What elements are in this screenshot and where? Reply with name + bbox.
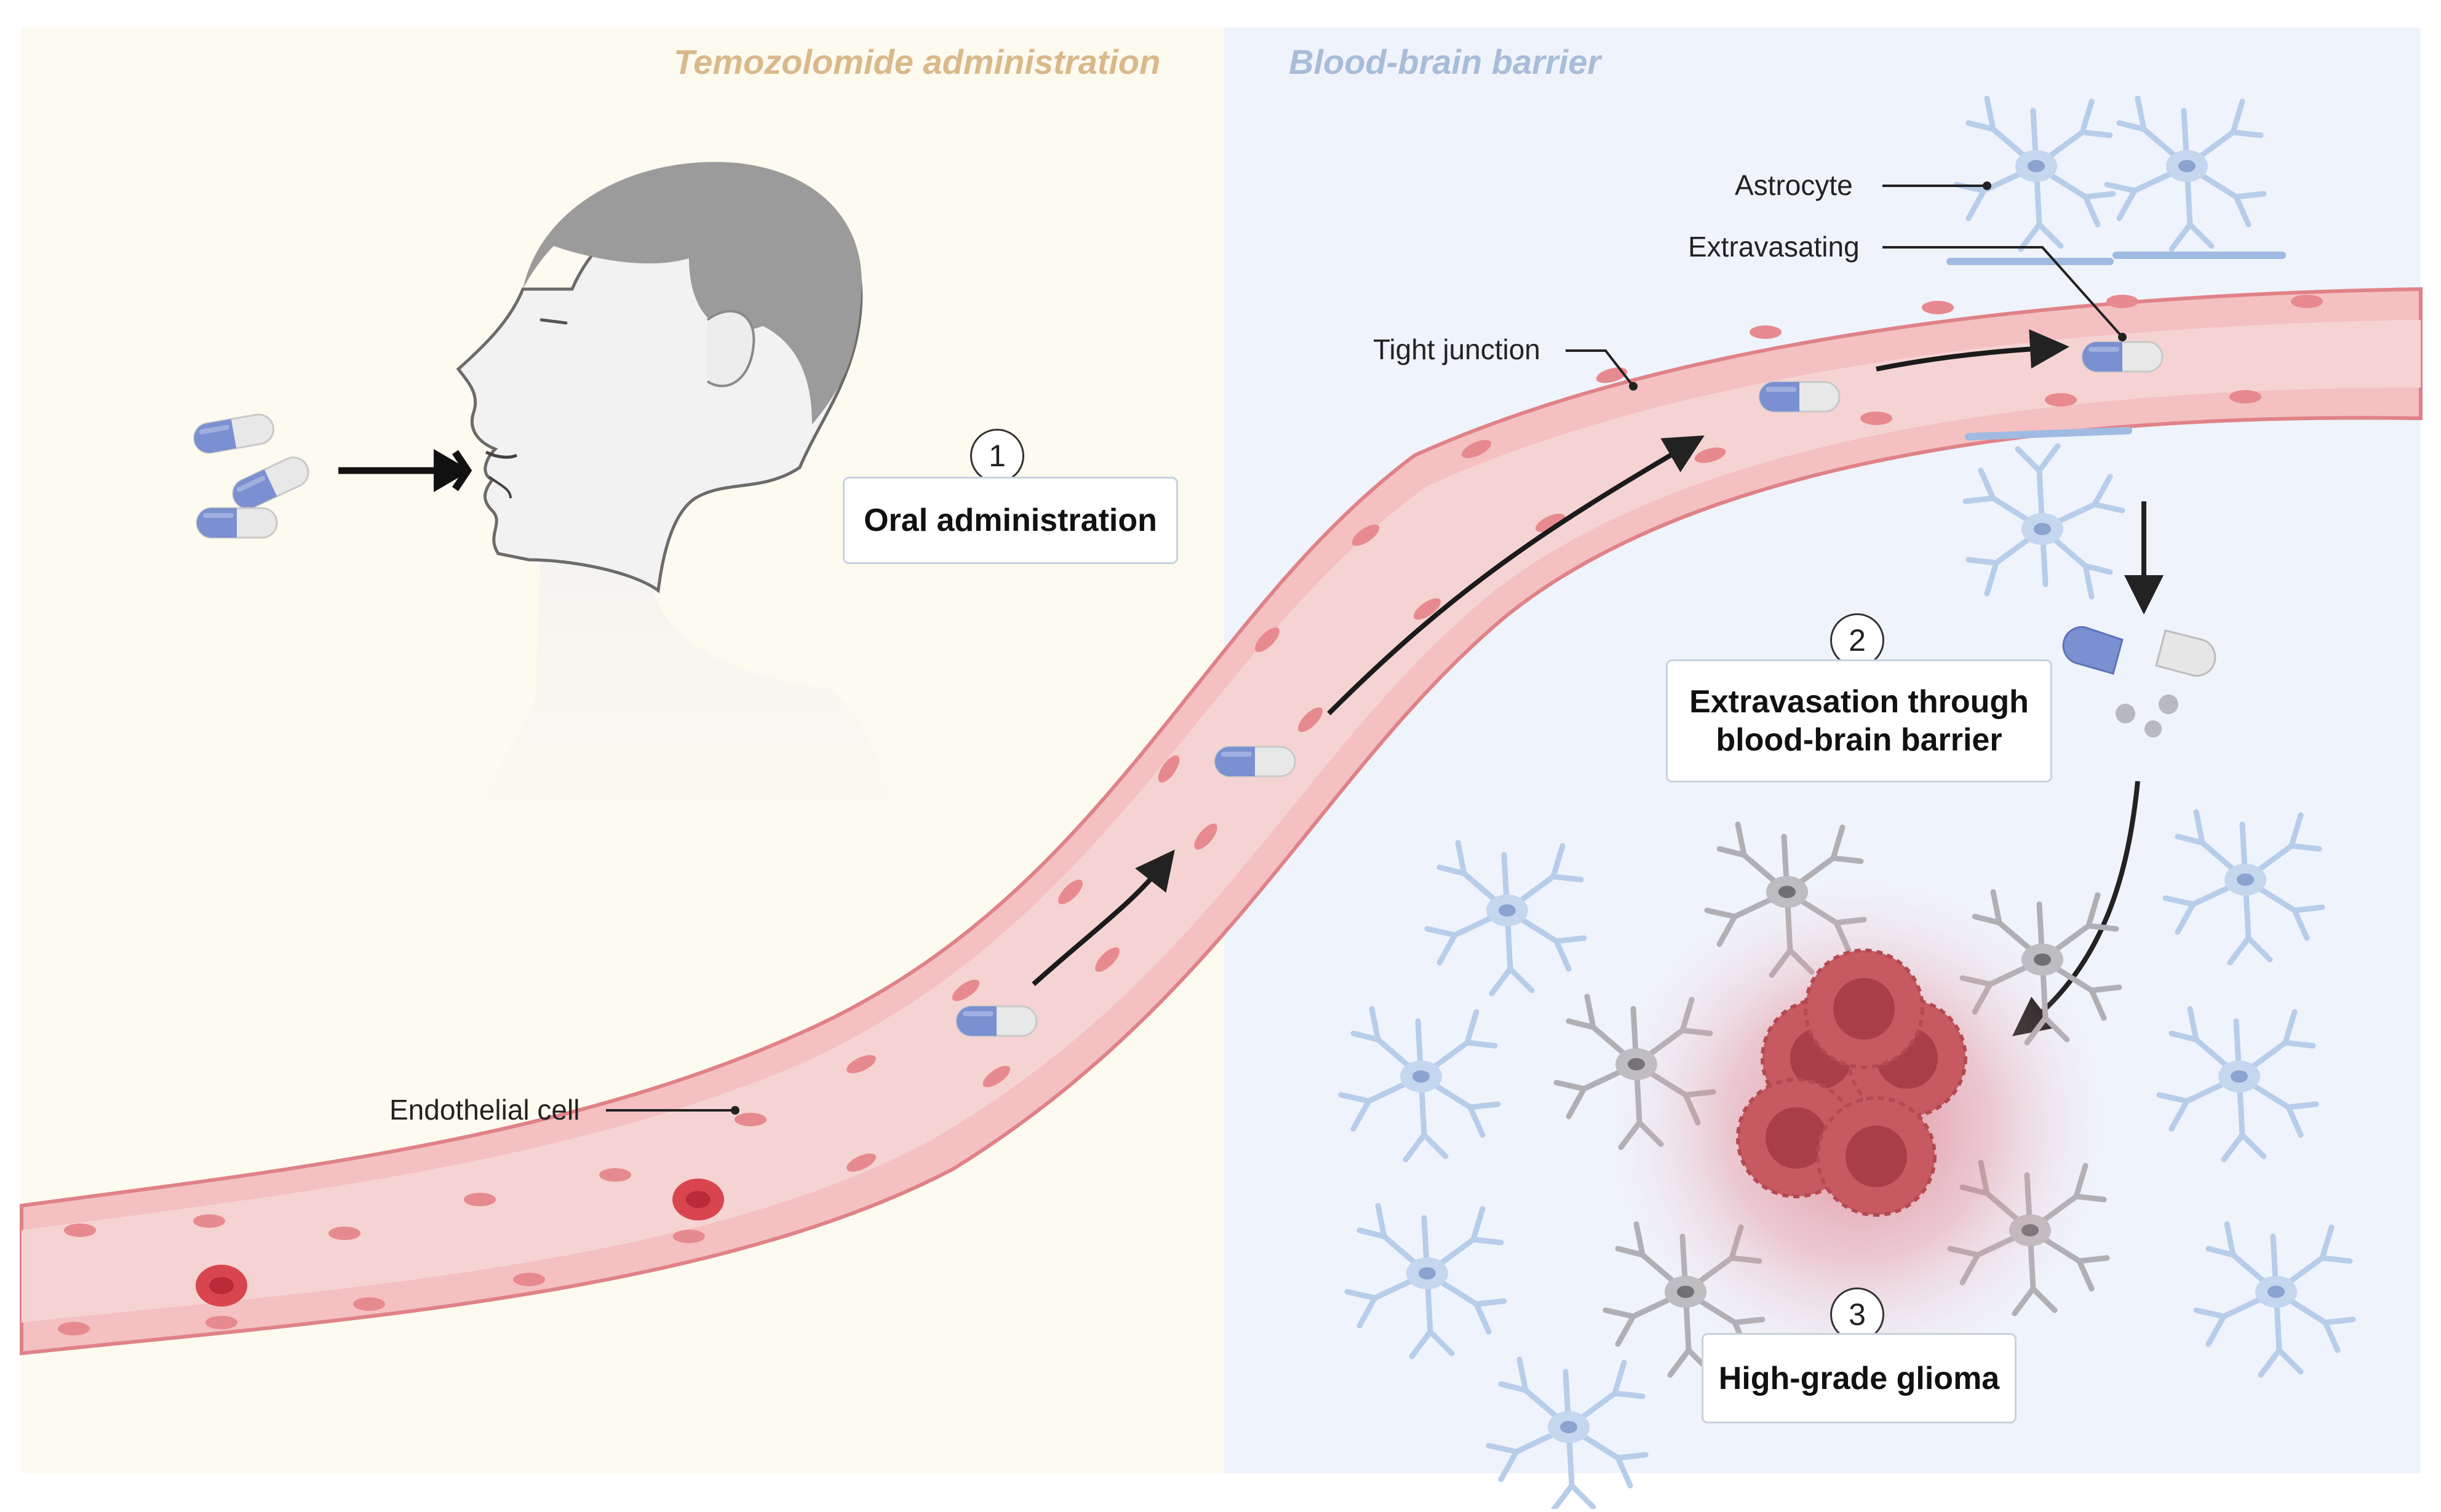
- label-extravasating: Extravasating: [1688, 231, 1860, 263]
- leader-dot: [1983, 181, 1991, 190]
- step-label-3: High-grade glioma: [1718, 1360, 2000, 1396]
- leader-dot: [731, 1106, 739, 1115]
- step-box-extravasation: Extravasation through blood-brain barrie…: [1666, 659, 2052, 782]
- label-astrocyte: Astrocyte: [1735, 169, 1853, 201]
- arrow-icon: [1032, 850, 1175, 986]
- capsule-icon: [1214, 746, 1296, 778]
- red-blood-cell-icon: [196, 1179, 724, 1307]
- step-box-oral-administration: Oral administration: [843, 477, 1178, 564]
- leader-dot: [1629, 382, 1638, 391]
- capsule-icon: [955, 1005, 1038, 1037]
- step-label-2: Extravasation through blood-brain barrie…: [1689, 684, 2029, 758]
- tumor-cell-icon: [1806, 950, 1922, 1067]
- arrow-icon: [1327, 435, 1705, 715]
- astrocyte-endfoot: [1965, 427, 2132, 440]
- label-endothelial-cell: Endothelial cell: [389, 1094, 580, 1126]
- arrow-icon-head: [434, 449, 471, 492]
- label-tight-junction: Tight junction: [1373, 333, 1540, 365]
- arrow-icon: [1876, 329, 2069, 372]
- step-box-high-grade-glioma: High-grade glioma: [1702, 1333, 2017, 1423]
- tumor-cell-icon: [1818, 1098, 1935, 1215]
- capsule-opening-icon: [2062, 626, 2216, 738]
- step-number-2: 2: [1830, 613, 1884, 667]
- glioma-tumor: [1612, 880, 2104, 1372]
- section-heading-temozolomide: Temozolomide administration: [674, 42, 1161, 81]
- leader-dot: [2118, 333, 2127, 341]
- section-heading-bbb: Blood-brain barrier: [1289, 42, 1601, 81]
- step-label-1: Oral administration: [864, 503, 1157, 538]
- capsule-icon: [2081, 341, 2164, 373]
- capsule-icon: [196, 507, 278, 539]
- blood-vessel: [20, 287, 2423, 1356]
- tight-junction-leader-line: [1566, 349, 1635, 388]
- capsule-icon: [1758, 381, 1841, 413]
- extravasating-leader-line: [1882, 246, 2124, 338]
- human-head-icon: [456, 162, 898, 818]
- step-number-1: 1: [970, 429, 1024, 483]
